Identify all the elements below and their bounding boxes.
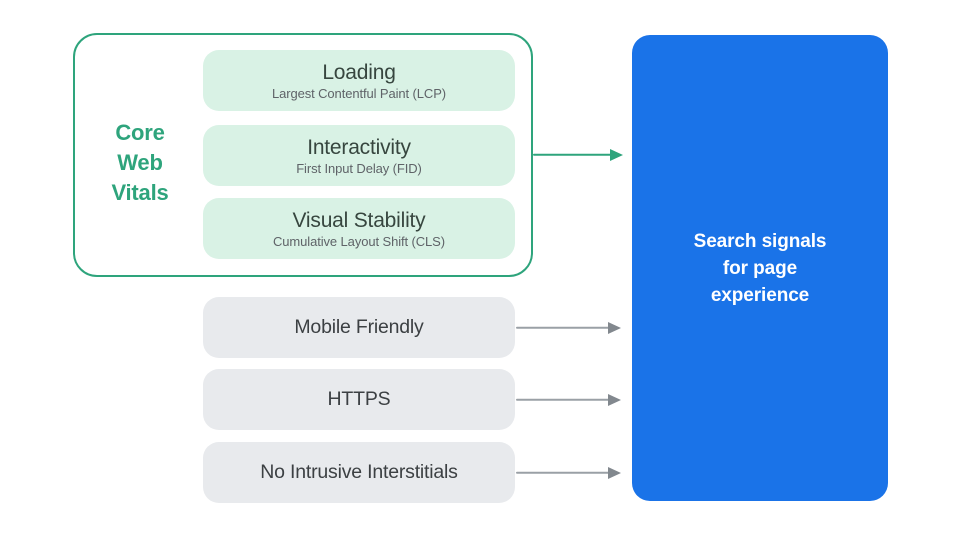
arrow-stem <box>516 398 609 401</box>
signal-box-https: HTTPS <box>203 369 515 430</box>
cwv-subtitle-fid: First Input Delay (FID) <box>296 160 422 176</box>
cwv-title-interactivity: Interactivity <box>307 135 411 159</box>
cwv-box-interactivity: Interactivity First Input Delay (FID) <box>203 125 515 186</box>
cwv-subtitle-cls: Cumulative Layout Shift (CLS) <box>273 233 445 249</box>
mobile-friendly-to-result-arrow <box>516 321 621 335</box>
arrow-stem <box>516 471 609 474</box>
arrow-head-icon <box>608 466 621 479</box>
cwv-box-loading: Loading Largest Contentful Paint (LCP) <box>203 50 515 111</box>
signal-box-no-intrusive-interstitials: No Intrusive Interstitials <box>203 442 515 503</box>
arrow-stem <box>533 153 611 156</box>
signal-label-no-intrusive-interstitials: No Intrusive Interstitials <box>260 461 458 483</box>
arrow-head-icon <box>608 321 621 334</box>
cwv-subtitle-lcp: Largest Contentful Paint (LCP) <box>271 85 447 101</box>
signal-box-mobile-friendly: Mobile Friendly <box>203 297 515 358</box>
arrow-head-icon <box>610 148 623 161</box>
arrow-head-icon <box>608 393 621 406</box>
result-box: Search signals for page experience <box>632 35 888 501</box>
signal-label-https: HTTPS <box>327 388 391 410</box>
result-label: Search signals for page experience <box>693 230 827 306</box>
signal-label-mobile-friendly: Mobile Friendly <box>294 316 424 338</box>
cwv-title-visual-stability: Visual Stability <box>292 208 426 232</box>
cwv-to-result-arrow <box>533 148 623 162</box>
cwv-box-visual-stability: Visual Stability Cumulative Layout Shift… <box>203 198 515 259</box>
interstitials-to-result-arrow <box>516 466 621 480</box>
core-web-vitals-label: Core Web Vitals <box>111 120 169 205</box>
cwv-title-loading: Loading <box>322 60 396 84</box>
arrow-stem <box>516 326 609 329</box>
https-to-result-arrow <box>516 393 621 407</box>
